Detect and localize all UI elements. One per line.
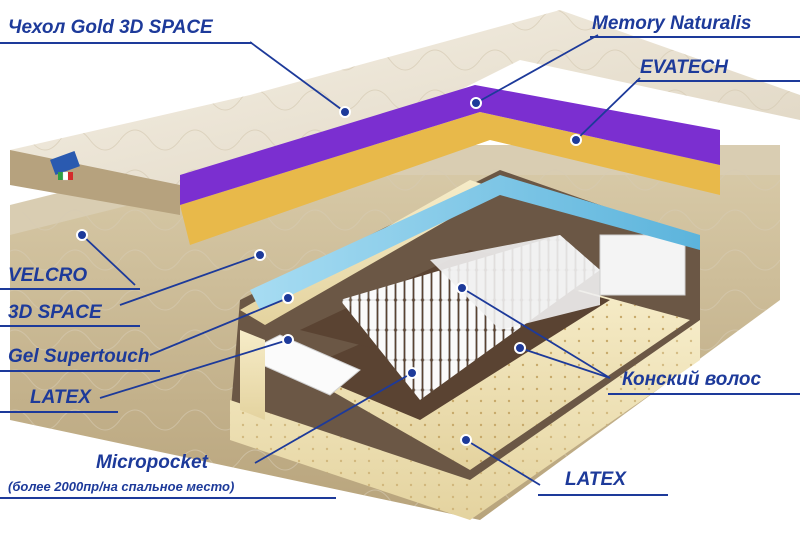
dot-horsehair-2 bbox=[514, 342, 526, 354]
label-memory: Memory Naturalis bbox=[592, 13, 752, 34]
label-micropocket-note: (более 2000пр/на спальное место) bbox=[8, 479, 235, 494]
evatech-layer bbox=[180, 112, 720, 245]
dot-evatech bbox=[570, 134, 582, 146]
white-foam bbox=[238, 334, 361, 396]
underline-3dspace bbox=[0, 325, 140, 327]
label-latex-bottom: LATEX bbox=[565, 469, 626, 490]
memory-foam-layer bbox=[180, 85, 720, 205]
callout-lines bbox=[81, 34, 641, 486]
label-micropocket: Micropocket bbox=[96, 452, 208, 473]
label-gel: Gel Supertouch bbox=[8, 346, 150, 367]
underline-micropocket bbox=[0, 497, 336, 499]
dot-latex-bottom bbox=[460, 434, 472, 446]
dot-velcro bbox=[76, 229, 88, 241]
brand-tag bbox=[50, 151, 80, 175]
underline-evatech bbox=[636, 80, 800, 82]
underline-velcro bbox=[0, 288, 140, 290]
italy-flag-icon bbox=[58, 171, 73, 181]
label-evatech: EVATECH bbox=[640, 57, 728, 78]
label-latex-left: LATEX bbox=[30, 387, 91, 408]
underline-memory bbox=[590, 36, 800, 38]
dot-gel bbox=[282, 292, 294, 304]
dot-cover bbox=[339, 106, 351, 118]
dot-horsehair-1 bbox=[456, 282, 468, 294]
underline-gel bbox=[0, 370, 160, 372]
underline-latex-left bbox=[0, 411, 118, 413]
label-velcro: VELCRO bbox=[8, 265, 88, 286]
dot-3dspace bbox=[254, 249, 266, 261]
gel-layer bbox=[250, 175, 700, 310]
underline-latex-bottom bbox=[538, 494, 668, 496]
dot-memory bbox=[470, 97, 482, 109]
dot-latex-left bbox=[282, 334, 294, 346]
callout-dots bbox=[76, 97, 582, 446]
label-3dspace: 3D SPACE bbox=[8, 302, 102, 323]
label-horsehair: Конский волос bbox=[622, 369, 762, 390]
underline-cover bbox=[0, 42, 252, 44]
label-cover: Чехол Gold 3D SPACE bbox=[8, 17, 213, 38]
dot-micropocket bbox=[406, 367, 418, 379]
underline-horsehair bbox=[608, 393, 800, 395]
